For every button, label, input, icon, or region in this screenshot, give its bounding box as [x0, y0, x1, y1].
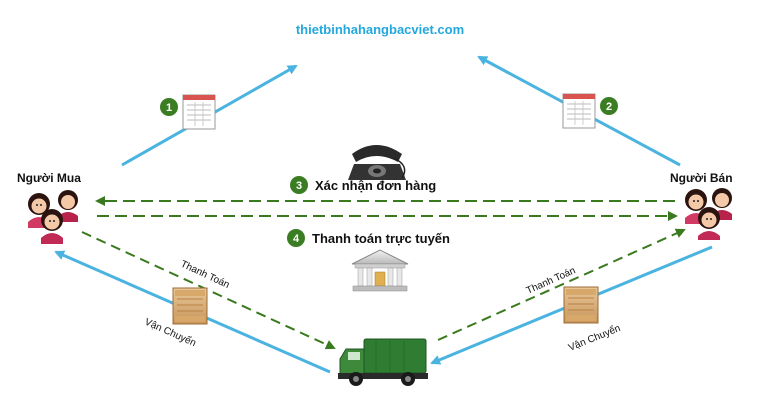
box-icon: [172, 287, 208, 325]
document-icon: [182, 94, 216, 130]
step-badge-2: 2: [600, 97, 618, 115]
people-icon: [28, 190, 78, 244]
document-icon: [562, 93, 596, 129]
svg-text:4: 4: [293, 233, 300, 245]
bank-icon: [351, 249, 409, 292]
box-icon: [563, 286, 599, 324]
step-badge-3: 3: [290, 176, 308, 194]
seller-payment-arrow: [437, 228, 686, 341]
online-payment-label: Thanh toán trực tuyến: [312, 231, 450, 246]
buyer-payment-arrow: [81, 231, 336, 350]
telephone-icon: [348, 145, 406, 180]
site-url-title: thietbinhahangbacviet.com: [295, 22, 465, 37]
truck-icon: [338, 338, 428, 386]
seller-label: Người Bán: [670, 171, 733, 185]
people-icon: [685, 188, 732, 240]
right-shipping-label: Vận Chuyển: [567, 322, 623, 354]
buyer-label: Người Mua: [17, 171, 81, 185]
svg-text:1: 1: [166, 102, 172, 114]
svg-text:2: 2: [606, 101, 612, 113]
left-payment-label: Thanh Toán: [179, 259, 231, 291]
step-badge-4: 4: [287, 229, 305, 247]
svg-text:3: 3: [296, 180, 302, 192]
step-badge-1: 1: [160, 98, 178, 116]
confirm-order-label: Xác nhận đơn hàng: [315, 178, 437, 193]
